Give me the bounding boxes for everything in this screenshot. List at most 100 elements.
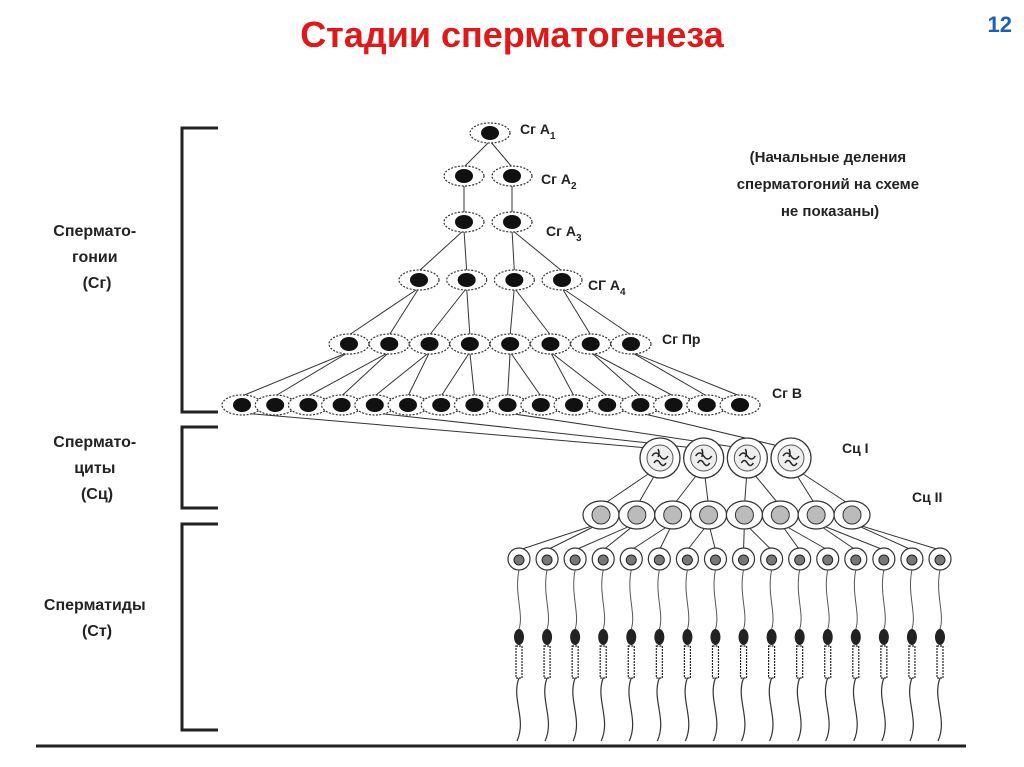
cell-row-9-nucleus (541, 554, 553, 566)
sperm-tail (684, 677, 690, 742)
sperm-midpiece (880, 645, 888, 679)
connector-line (511, 229, 563, 272)
cell-row-7-chromosomes (738, 448, 756, 467)
sperm-head (766, 629, 777, 645)
cell-row-3-nucleus (455, 215, 473, 229)
spermatid-stalk (881, 569, 886, 630)
sperm-midpiece (767, 645, 776, 679)
sperm-tail (600, 677, 606, 742)
cell-row-6-nucleus (731, 398, 749, 412)
cell-row-8-nucleus (806, 505, 826, 525)
cell-row-6-nucleus (531, 398, 550, 412)
connector-line (407, 351, 431, 397)
cell-row-6-nucleus (233, 398, 251, 412)
spermatid-stalk (797, 569, 802, 630)
sperm-tail (516, 677, 521, 742)
sperm-midpiece (571, 645, 579, 679)
connector-line (590, 351, 674, 397)
cell-row-8-nucleus (591, 505, 611, 525)
cell-row-7-chromosomes (782, 448, 800, 467)
stage-label-sg-a2: Сг А2 (541, 171, 577, 192)
sperm-midpiece (711, 645, 720, 679)
sperm-head (794, 629, 805, 645)
cell-row-9-nucleus (625, 554, 637, 566)
cell-rows (221, 122, 952, 742)
cell-row-2-nucleus (455, 169, 473, 183)
sperm-tail (572, 677, 578, 742)
stage-label-sg-a3: Сг А3 (546, 223, 582, 244)
connector-line (241, 351, 350, 397)
sperm-midpiece (908, 645, 916, 679)
sperm-midpiece (655, 645, 663, 679)
connector-line (463, 229, 468, 272)
spermatid-stalk (769, 569, 774, 630)
cell-row-8-nucleus (770, 505, 790, 525)
cell-row-9-nucleus (878, 554, 890, 566)
connector-line (549, 351, 575, 397)
stage-label-sc-1: Сц I (842, 440, 869, 456)
sperm-head (626, 629, 637, 645)
cell-row-9-nucleus (822, 554, 834, 566)
stage-label-sg-b: Сг В (772, 385, 802, 401)
cell-row-4-nucleus (553, 273, 571, 287)
sperm-head (906, 629, 917, 645)
sperm-tail (824, 677, 830, 742)
spermatid-stalk (657, 569, 662, 630)
sperm-midpiece (824, 645, 832, 679)
cell-row-8-nucleus (734, 505, 754, 525)
cell-row-9-nucleus (653, 554, 665, 566)
connector-line (513, 287, 551, 336)
connector-line (561, 287, 592, 336)
connector-line (463, 140, 491, 168)
cell-row-8-nucleus (842, 505, 862, 525)
spermatid-stalk (938, 569, 942, 630)
note-text: (Начальные деления сперматогоний на схем… (737, 149, 924, 220)
connector-line (241, 412, 661, 450)
stage-label-sg-a1: Сг А1 (520, 121, 556, 142)
cell-row-6-nucleus (266, 398, 285, 412)
sperm-tail (768, 677, 774, 742)
cell-row-6-nucleus (299, 398, 318, 412)
cell-row-9-nucleus (934, 554, 946, 566)
cell-row-6-nucleus (465, 398, 484, 412)
cell-row-6-nucleus (498, 398, 517, 412)
spermatid-stalk (685, 569, 690, 630)
sperm-tail (909, 677, 914, 742)
connector-line (429, 287, 468, 336)
cell-row-6-nucleus (399, 398, 417, 412)
group-label-spermatogonia: Спермато- гонии (Сг) (53, 223, 140, 292)
spermatid-stalk (629, 569, 634, 630)
group-label-spermatocytes: Спермато- циты (Сц) (53, 434, 140, 503)
connector-line (308, 351, 390, 397)
spermatid-stalk (601, 569, 606, 630)
cell-row-4-nucleus (410, 273, 428, 287)
cell-row-9-nucleus (681, 554, 693, 566)
sperm-head (822, 629, 833, 645)
sperm-head (570, 629, 581, 645)
cell-row-5-nucleus (501, 337, 520, 351)
sperm-tail (852, 677, 858, 742)
sperm-head (654, 629, 665, 645)
connector-line (469, 351, 475, 397)
sperm-midpiece (543, 645, 551, 679)
sperm-head (738, 629, 749, 645)
cell-row-7-chromosomes (651, 448, 669, 467)
cell-row-2-nucleus (503, 169, 521, 183)
stage-label-sg-pr: Сг Пр (662, 331, 700, 347)
sperm-midpiece (683, 645, 692, 679)
connector-line (518, 522, 602, 551)
connector-line (348, 287, 420, 336)
connector-line (574, 522, 638, 551)
cell-row-7-nucleus (690, 444, 718, 472)
cell-row-4-nucleus (457, 273, 476, 287)
sperm-tail (712, 677, 718, 742)
spermatid-stalk (853, 569, 858, 630)
cell-row-6-nucleus (598, 398, 617, 412)
cell-row-9-nucleus (906, 554, 918, 566)
sperm-tail (740, 677, 746, 742)
spermatid-stalk (741, 569, 746, 630)
spermatid-stalk (545, 569, 549, 630)
spermatid-stalk (713, 569, 718, 630)
spermatid-stalk (573, 569, 578, 630)
connector-line (561, 287, 632, 336)
